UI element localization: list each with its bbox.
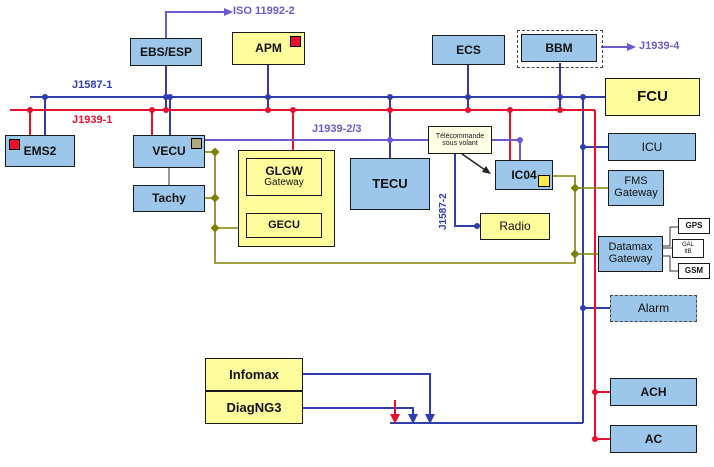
label-j1939-4: J1939-4 — [639, 40, 680, 52]
node-telecommande-line2: sous volant — [442, 140, 478, 147]
node-fcu-label: FCU — [637, 88, 668, 106]
node-tachy: Tachy — [133, 185, 205, 212]
label-j1587-1: J1587-1 — [72, 79, 113, 91]
node-fms-gateway: FMS Gateway — [608, 170, 664, 206]
bus-drop-lines — [165, 63, 561, 158]
node-telecommande: Télécommande sous volant — [428, 126, 492, 154]
node-ac-label: AC — [644, 431, 663, 446]
node-tachy-label: Tachy — [152, 191, 186, 206]
node-vecu: VECU — [133, 135, 205, 168]
junction-dots-violet — [387, 137, 523, 143]
node-radio: Radio — [480, 213, 550, 240]
j1939-4-arrowhead — [627, 43, 636, 51]
node-ic04: IC04 — [495, 160, 553, 190]
node-bbm: BBM — [521, 34, 597, 62]
apm-status-badge — [290, 36, 301, 47]
node-ach-label: ACH — [640, 384, 667, 399]
junction-dots-blue — [42, 94, 586, 311]
j1939-1-bus — [10, 109, 610, 440]
node-ach: ACH — [610, 378, 697, 406]
telecommande-ic04-line — [461, 153, 489, 173]
bottom-blue-arrow-2 — [425, 414, 435, 424]
node-diagng3-label: DiagNG3 — [226, 399, 282, 415]
node-gps: GPS — [678, 218, 710, 234]
node-datamax-gateway: Datamax Gateway — [598, 236, 663, 272]
node-ems2: EMS2 — [5, 135, 75, 167]
node-tecu: TECU — [350, 158, 430, 210]
bottom-blue-arrow-1 — [408, 414, 418, 424]
label-j1939-23: J1939-2/3 — [312, 123, 362, 135]
ems2-status-badge — [9, 139, 20, 150]
node-glgw-sub: Gateway — [264, 177, 304, 189]
node-bbm-label: BBM — [545, 40, 573, 55]
iso11992-arrowhead — [224, 8, 233, 16]
node-alarm: Alarm — [610, 295, 697, 322]
node-fms-gateway-label: FMS Gateway — [614, 175, 658, 199]
node-ebs-esp: EBS/ESP — [130, 38, 202, 66]
node-diagng3: DiagNG3 — [205, 391, 303, 424]
node-infomax-label: Infomax — [229, 366, 279, 382]
label-j1587-2: J1587-2 — [438, 193, 449, 230]
node-radio-label: Radio — [499, 219, 531, 234]
node-glgw-gateway: GLGW Gateway — [246, 158, 322, 196]
node-gsm-label: GSM — [684, 265, 704, 275]
node-gsm: GSM — [678, 263, 710, 279]
node-tecu-label: TECU — [372, 176, 408, 192]
node-sat-module: GAL ItB — [672, 239, 704, 258]
node-ems2-label: EMS2 — [23, 143, 57, 158]
node-ebs-esp-label: EBS/ESP — [139, 44, 193, 59]
node-gecu-label: GECU — [268, 218, 300, 231]
label-iso11992: ISO 11992-2 — [233, 5, 295, 17]
node-datamax-gateway-label: Datamax Gateway — [608, 241, 653, 265]
node-fcu: FCU — [605, 78, 700, 116]
node-glgw-title: GLGW — [265, 164, 303, 179]
telecommande-ic04-arrowhead — [482, 166, 491, 174]
bottom-red-arrow — [390, 414, 400, 424]
node-icu: ICU — [608, 133, 696, 161]
device-links — [168, 168, 678, 272]
node-ic04-label: IC04 — [511, 167, 537, 182]
j1587-1-bus — [30, 96, 610, 424]
junction-dots-red — [27, 107, 598, 442]
ic04-status-badge — [538, 175, 550, 187]
node-apm: APM — [232, 32, 305, 65]
node-ac: AC — [610, 425, 697, 453]
vecu-status-badge — [191, 138, 202, 149]
node-icu-label: ICU — [641, 139, 663, 154]
node-sat-label-2: ItB — [684, 248, 692, 255]
node-apm-label: APM — [255, 41, 282, 56]
node-gecu: GECU — [246, 213, 322, 238]
node-vecu-label: VECU — [152, 144, 186, 159]
node-sat-label-1: GAL — [681, 242, 694, 249]
bbm-dashed-frame — [517, 30, 603, 68]
node-alarm-label: Alarm — [637, 301, 670, 316]
node-ecs: ECS — [432, 35, 505, 65]
node-gps-label: GPS — [685, 220, 703, 230]
node-telecommande-line1: Télécommande — [435, 132, 485, 140]
label-j1939-1: J1939-1 — [72, 114, 113, 126]
node-ecs-label: ECS — [456, 42, 481, 57]
node-infomax: Infomax — [205, 358, 303, 391]
